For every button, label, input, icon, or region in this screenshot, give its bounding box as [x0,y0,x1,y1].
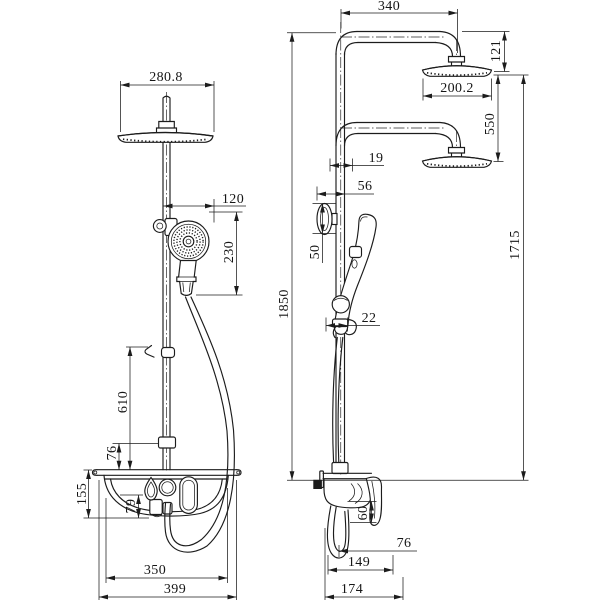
dim-overall-height: 1850 [277,32,529,481]
dim-body-depth: 149 [327,555,394,575]
dim-head-drop: 121 [462,31,510,72]
dim-label-spout-drop: 60 [356,506,371,521]
dim-label-tray-width: 350 [144,563,166,578]
dim-label-overall-width: 399 [164,582,186,597]
dim-label-head-diameter: 200.2 [440,81,474,96]
dim-label-hand-shower-offset: 120 [222,192,244,207]
dim-label-hose-clearance: 76 [397,536,412,551]
dim-spout-drop: 60 [347,501,377,523]
wall-mount-block [313,479,322,489]
dim-label-inlet-to-shelf: 76 [105,446,120,461]
dim-overall-depth: 174 [324,528,404,600]
side-diverter-knob [316,202,338,236]
dim-diverter-height: 50 [308,203,337,263]
tray-outer-edge [103,474,229,517]
side-view: 340 121 200.2 550 1715 [277,0,529,600]
dim-label-overall-height: 1850 [277,289,292,319]
dim-label-overall-depth: 174 [341,582,363,597]
side-slider-knob [331,295,350,314]
dim-label-head-to-shelf: 1715 [508,230,523,260]
side-shower-hose [332,336,344,464]
dim-label-hook-to-shelf: 610 [116,391,131,413]
front-view: 280.8 120 230 610 76 [75,70,246,600]
soap-dish [179,476,198,514]
front-shelf-tray [91,469,242,518]
dim-hand-shower-offset: 120 [163,192,246,223]
dim-label-holder-width: 22 [362,311,377,326]
dim-label-tray-inner-depth: 79 [124,499,139,514]
dim-hook-to-shelf: 610 [116,346,148,470]
side-dimensions: 340 121 200.2 550 1715 [277,0,529,600]
dim-label-arm-spacing: 550 [483,113,498,135]
dim-column-offset: 19 [329,151,384,172]
dim-label-column-offset: 19 [369,151,384,166]
upper-arm-position [335,30,493,78]
dim-shelf-height: 155 [75,469,149,519]
dim-tray-inner-depth: 79 [120,494,143,519]
front-shower-column [162,95,171,471]
front-hose-hook [144,344,176,359]
dim-inlet-to-shelf: 76 [105,443,158,470]
dim-label-diverter-height: 50 [308,245,323,260]
dim-tray-width: 350 [105,488,228,583]
hose-loop [326,505,350,559]
front-dimensions: 280.8 120 230 610 76 [75,70,246,600]
dim-label-shelf-height: 155 [75,483,90,505]
dim-head-width: 280.8 [120,70,215,132]
front-rain-shower-head [117,120,214,143]
bracket-knob [152,219,167,233]
dim-label-diverter-offset: 56 [358,179,373,194]
front-inlet-fitting [157,436,177,449]
dim-arm-reach: 340 [340,0,458,53]
dim-label-hand-shower-length: 230 [222,241,237,263]
dim-arm-spacing: 550 [483,74,504,162]
side-hand-shower-holder [331,318,357,339]
dim-label-head-width: 280.8 [149,70,183,85]
front-hand-shower [152,217,210,296]
front-shower-hose [164,296,235,553]
dim-head-diameter: 200.2 [422,78,492,101]
dim-label-arm-reach: 340 [378,0,400,14]
dim-label-head-drop: 121 [489,40,504,62]
dim-holder-width: 22 [325,311,380,332]
dim-overall-width: 399 [98,480,237,600]
dim-label-body-depth: 149 [348,555,370,570]
dim-head-to-shelf: 1715 [493,74,529,481]
dim-hose-clearance: 76 [338,536,417,557]
dim-diverter-offset: 56 [316,179,374,201]
dim-hand-shower-length: 230 [196,211,243,296]
hose-outlet-fitting [149,498,163,516]
side-shower-column [335,52,346,465]
hand-shower-handle [176,259,197,296]
lower-arm-position [335,121,493,169]
